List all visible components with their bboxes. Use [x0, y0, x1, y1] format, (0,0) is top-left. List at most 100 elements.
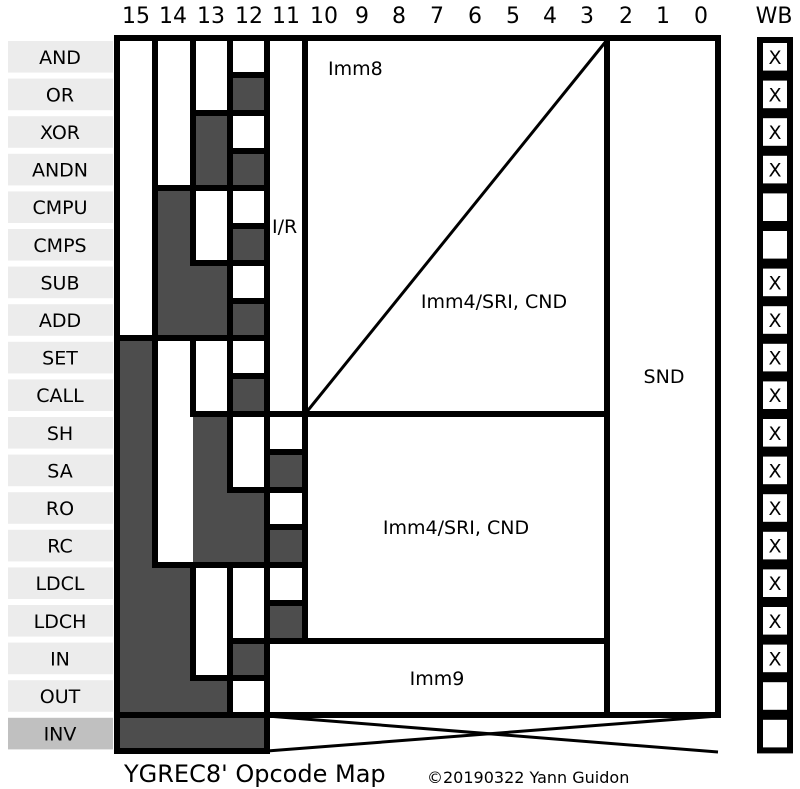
bit-number: 3: [580, 4, 594, 29]
wb-mark: X: [768, 310, 781, 332]
ir-label: I/R: [272, 216, 297, 238]
bit-number: 0: [694, 4, 708, 29]
bit-number: 5: [506, 4, 520, 29]
imm4-lower-label: Imm4/SRI, CND: [383, 517, 529, 539]
wb-mark: X: [768, 84, 781, 106]
bit-number: 15: [122, 4, 150, 29]
opcode-row-label: INV: [44, 724, 77, 746]
wb-mark: X: [768, 536, 781, 558]
opcode-row-label: LDCL: [35, 573, 84, 595]
wb-mark: X: [768, 122, 781, 144]
wb-cell: [757, 74, 793, 115]
wb-cell: [757, 676, 793, 716]
wb-cell: [757, 375, 793, 415]
opcode-row-label: RC: [47, 536, 73, 558]
dark-region-bit11-a: [267, 452, 305, 490]
bit-number: 10: [310, 4, 338, 29]
row-label-bg: [8, 680, 113, 712]
wb-cell: [757, 37, 793, 77]
wb-cell: [757, 713, 793, 754]
opcode-row-label: LDCH: [34, 611, 87, 633]
dark-region-bit12-b: [230, 151, 267, 188]
wb-mark: X: [768, 611, 781, 633]
opcode-row-label: ANDN: [32, 160, 88, 182]
dark-region-bit13-c: [193, 414, 230, 564]
wb-cell: [757, 149, 793, 190]
row-label-bg: [8, 341, 113, 374]
wb-cell: [757, 601, 793, 641]
wb-mark: X: [768, 460, 781, 482]
wb-cell: [757, 300, 793, 340]
credit-line: ©20190322 Yann Guidon: [427, 768, 629, 787]
row-label-bg: [8, 78, 113, 111]
dark-region-bit12-c: [230, 226, 267, 263]
imm8-diagonal: [303, 39, 609, 415]
opcode-row-label: SA: [47, 460, 72, 482]
row-label-bg: [8, 529, 113, 562]
wb-cell: [757, 413, 793, 453]
row-label-bg: [8, 266, 113, 299]
bit-number: 1: [656, 4, 670, 29]
dark-region-bit12-a: [230, 75, 267, 113]
opcode-row-label: OR: [46, 84, 74, 106]
row-label-bg: [8, 454, 113, 487]
wb-cell: [757, 525, 793, 566]
wb-mark: X: [768, 498, 781, 520]
imm9-label: Imm9: [410, 668, 465, 690]
dark-region-bit13-a: [193, 113, 230, 188]
inv-diagonal-2: [266, 714, 719, 753]
opcode-row-label: SH: [47, 423, 73, 445]
wb-mark: X: [768, 573, 781, 595]
row-label-bg: [8, 417, 113, 449]
bit-number: 9: [355, 4, 369, 29]
opcode-grid: Imm8 I/R Imm4/SRI, CND Imm4/SRI, CND SND…: [114, 35, 721, 754]
wb-mark: X: [768, 648, 781, 670]
wb-cell: [757, 112, 793, 152]
wb-cell: [757, 450, 793, 491]
wb-cell: [757, 563, 793, 604]
bit-number: 12: [235, 4, 263, 29]
dark-region-bit13-b: [193, 263, 230, 338]
row-label-bg: [8, 191, 113, 223]
wb-mark: X: [768, 272, 781, 294]
wb-cell: [757, 337, 793, 378]
diagram-title: YGREC8' Opcode Map: [123, 760, 386, 788]
dark-region-bit12-e: [230, 376, 267, 414]
row-label-bg: [8, 567, 113, 599]
wb-cell: [757, 638, 793, 679]
row-label-bg: [8, 41, 113, 73]
opcode-row-label: ADD: [39, 310, 81, 332]
wb-mark: X: [768, 423, 781, 445]
row-label-bg: [8, 153, 113, 186]
dark-region-bit14-upper: [155, 188, 193, 338]
bit-number: 13: [197, 4, 225, 29]
bit-number: 8: [392, 4, 406, 29]
row-label-backgrounds: [8, 41, 113, 750]
row-label-bg: [8, 304, 113, 336]
wb-mark: X: [768, 160, 781, 182]
dark-region-bit14-lower: [155, 565, 193, 751]
bit-number: 6: [468, 4, 482, 29]
row-label-bg: [8, 379, 113, 411]
bit-number: 7: [430, 4, 444, 29]
opcode-row-label: IN: [50, 648, 70, 670]
imm8-label: Imm8: [328, 58, 383, 80]
wb-header: WB: [756, 4, 793, 29]
snd-label: SND: [644, 366, 685, 388]
dark-region-bit11-c: [267, 603, 305, 641]
opcode-row-label: OUT: [40, 686, 81, 708]
wb-cell: [757, 187, 793, 227]
opcode-row-label: CMPS: [33, 235, 86, 257]
wb-cell: [757, 225, 793, 265]
wb-mark: X: [768, 385, 781, 407]
wb-mark: X: [768, 348, 781, 370]
bit-number: 14: [159, 4, 187, 29]
row-label-bg: [8, 229, 113, 261]
imm4-upper-label: Imm4/SRI, CND: [421, 291, 567, 313]
dark-region-bit12-f: [230, 490, 267, 564]
bit-number: 2: [619, 4, 633, 29]
dark-region-bit12-g: [230, 641, 267, 678]
